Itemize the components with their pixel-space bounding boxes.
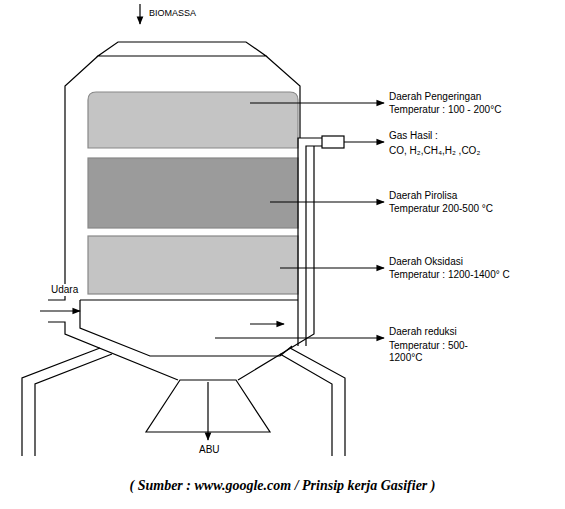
- right-leg: [280, 348, 345, 456]
- vessel-left-wall: [48, 56, 98, 300]
- leader-line: [250, 102, 384, 103]
- zone-temperature: Temperatur : 100 - 200°C: [388, 104, 502, 116]
- gas-label: Gas Hasil :: [388, 130, 439, 142]
- leader-line: [344, 141, 384, 142]
- leader-line: [215, 337, 384, 338]
- feed-arrow: [139, 4, 140, 24]
- zone-name: Daerah Pirolisa: [388, 190, 458, 202]
- air-arrow: [40, 310, 80, 311]
- zone-name: Daerah Oksidasi: [388, 256, 464, 268]
- reduction-chamber: [80, 300, 292, 356]
- gas-outlet: [322, 136, 344, 148]
- air-label: Udara: [50, 284, 79, 296]
- zone-name: Daerah Pengeringan: [388, 91, 482, 103]
- gas-composition: CO, H₂,CH₄,H₂ ,CO₂: [388, 145, 481, 157]
- zone-name: Daerah reduksi: [388, 326, 458, 338]
- pyrolysis-zone: [88, 158, 298, 228]
- leader-line: [280, 267, 384, 268]
- hopper-lid: [98, 42, 266, 56]
- left-leg: [22, 348, 112, 456]
- zone-temperature: Temperatur : 1200-1400° C: [388, 269, 511, 281]
- feed-label: BIOMASSA: [148, 7, 197, 19]
- leader-line: [270, 201, 384, 202]
- zone-temperature: Temperatur 200-500 °C: [388, 203, 494, 215]
- gas-pipe: [306, 146, 322, 346]
- vessel-right-wall: [266, 56, 300, 138]
- grate-line: [80, 299, 298, 300]
- figure-caption: ( Sumber : www.google.com / Prinsip kerj…: [0, 478, 565, 494]
- ash-arrow: [207, 382, 208, 440]
- ash-label: ABU: [198, 444, 221, 456]
- oxidation-zone: [88, 236, 298, 294]
- zone-temperature: Temperatur : 500-1200°C: [388, 340, 482, 364]
- vessel-lower-right: [238, 146, 314, 380]
- drying-zone: [88, 92, 298, 148]
- gas-flow-arrow: [250, 323, 284, 324]
- gas-pipe: [298, 138, 322, 346]
